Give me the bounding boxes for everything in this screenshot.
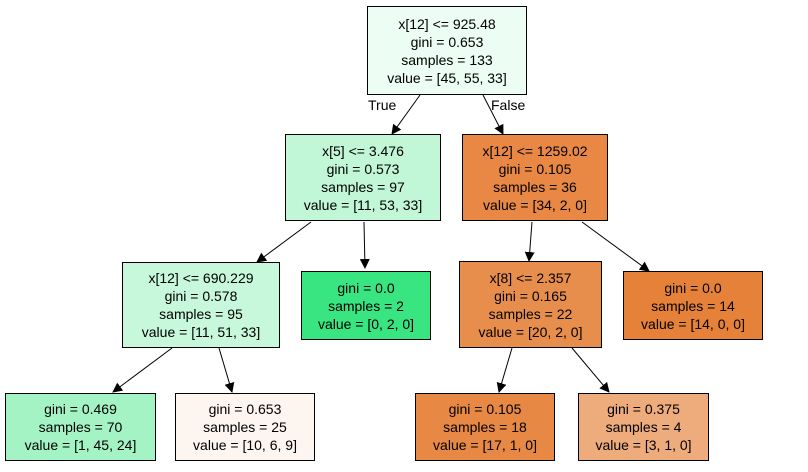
edge-n3-to-n7 [112,347,173,393]
node-samples: samples = 4 [605,419,682,435]
node-split-condition: x[12] <= 1259.02 [482,142,588,159]
node-samples: samples = 70 [38,419,123,435]
node-value: value = [14, 0, 0] [641,315,745,332]
tree-node-n6: gini = 0.0 samples = 14 value = [14, 0, … [623,271,763,340]
tree-node-n1: x[5] <= 3.476 gini = 0.573 samples = 97 … [285,134,441,221]
node-gini: gini = 0.573 [326,160,400,177]
node-gini: gini = 0.0 [664,279,722,296]
node-gini: gini = 0.578 [164,288,238,304]
node-gini: gini = 0.469 [44,401,117,417]
node-value: value = [20, 2, 0] [478,323,583,340]
node-samples: samples = 14 [651,297,735,314]
tree-node-n2: x[12] <= 1259.02 gini = 0.105 samples = … [462,134,608,221]
node-gini: gini = 0.105 [498,160,572,177]
node-samples: samples = 133 [401,51,493,68]
tree-node-n7: gini = 0.469 samples = 70 value = [1, 45… [5,393,156,461]
node-gini: gini = 0.105 [448,401,522,417]
edge-root-to-right [482,94,504,135]
edge-label-false: False [491,97,526,113]
tree-node-root: x[12] <= 925.48 gini = 0.653 samples = 1… [367,6,527,95]
tree-node-n4: gini = 0.0 samples = 2 value = [0, 2, 0] [301,271,431,340]
tree-node-n9: gini = 0.105 samples = 18 value = [17, 1… [415,393,555,461]
node-value: value = [11, 51, 33] [141,324,261,340]
node-split-condition: x[5] <= 3.476 [322,142,404,159]
node-value: value = [11, 53, 33] [303,196,423,213]
node-samples: samples = 95 [159,306,243,322]
node-gini: gini = 0.653 [410,33,484,50]
node-samples: samples = 25 [203,419,287,435]
node-split-condition: x[12] <= 690.229 [148,270,254,286]
node-gini: gini = 0.375 [607,401,680,417]
node-split-condition: x[12] <= 925.48 [398,15,496,32]
node-samples: samples = 2 [328,297,404,314]
node-value: value = [3, 1, 0] [595,437,692,453]
edge-n2-to-n5 [524,221,535,262]
edge-n5-to-n9 [496,347,513,393]
node-samples: samples = 36 [493,178,577,195]
node-samples: samples = 18 [443,419,527,435]
node-gini: gini = 0.165 [494,287,567,304]
tree-node-n3: x[12] <= 690.229 gini = 0.578 samples = … [122,262,280,348]
edge-root-to-left [391,94,421,135]
node-gini: gini = 0.0 [337,279,395,296]
node-value: value = [17, 1, 0] [433,437,537,453]
node-value: value = [45, 55, 33] [387,69,507,86]
edge-n1-to-n4 [359,221,370,269]
edge-n2-to-n6 [581,221,650,272]
tree-node-n10: gini = 0.375 samples = 4 value = [3, 1, … [578,393,709,461]
node-samples: samples = 22 [488,305,573,322]
node-gini: gini = 0.653 [208,401,282,417]
tree-node-n5: x[8] <= 2.357 gini = 0.165 samples = 22 … [459,261,602,348]
edge-label-true: True [368,97,397,113]
node-value: value = [1, 45, 24] [24,437,137,453]
node-value: value = [10, 6, 9] [193,437,297,453]
node-value: value = [0, 2, 0] [317,315,415,332]
tree-node-n8: gini = 0.653 samples = 25 value = [10, 6… [175,393,315,461]
edge-n3-to-n8 [218,347,235,393]
edge-n1-to-n3 [256,221,312,263]
node-samples: samples = 97 [321,178,405,195]
edge-n5-to-n10 [571,347,610,393]
node-value: value = [34, 2, 0] [483,196,587,213]
node-split-condition: x[8] <= 2.357 [489,269,572,286]
